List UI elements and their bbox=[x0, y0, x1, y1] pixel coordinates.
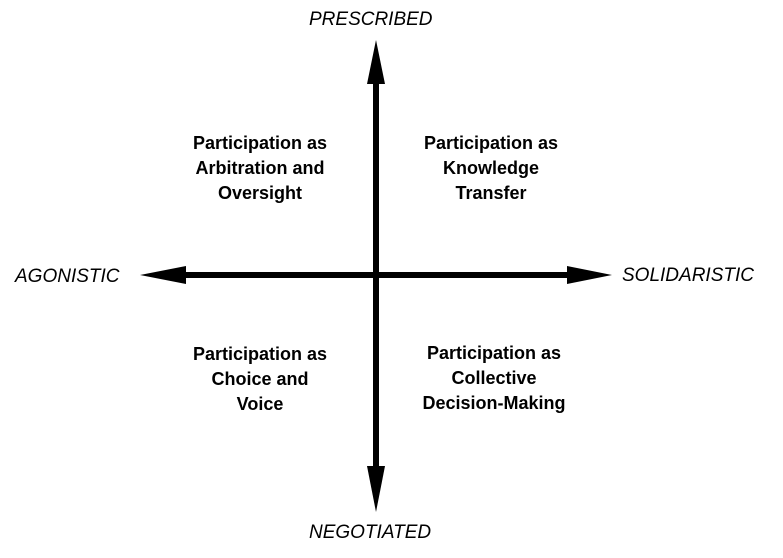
quadrant-line: Oversight bbox=[217, 183, 303, 203]
arrow-right bbox=[567, 266, 612, 284]
quadrant-line: Transfer bbox=[455, 183, 527, 203]
quadrant-line: Decision-Making bbox=[422, 393, 566, 413]
arrow-left bbox=[140, 266, 186, 284]
quadrant-line: Participation as bbox=[426, 343, 562, 363]
quadrant-line: Choice and bbox=[211, 369, 309, 389]
axis-label-top: PRESCRIBED bbox=[309, 9, 433, 30]
quadrant-line: Knowledge bbox=[442, 158, 539, 178]
quadrant-top-left: Participation as Arbitration and Oversig… bbox=[140, 131, 380, 206]
arrow-up bbox=[367, 40, 385, 84]
arrow-down bbox=[367, 466, 385, 512]
quadrant-top-right: Participation as Knowledge Transfer bbox=[371, 131, 611, 206]
axis-label-left: AGONISTIC bbox=[15, 266, 120, 287]
quadrant-line: Arbitration and bbox=[195, 158, 325, 178]
axis-label-right: SOLIDARISTIC bbox=[622, 265, 754, 286]
quadrant-line: Participation as bbox=[423, 133, 559, 153]
quadrant-line: Voice bbox=[236, 394, 284, 414]
quadrant-bottom-right: Participation as Collective Decision-Mak… bbox=[374, 341, 614, 416]
quadrant-bottom-left: Participation as Choice and Voice bbox=[140, 342, 380, 417]
quadrant-line: Participation as bbox=[192, 133, 328, 153]
axis-label-bottom: NEGOTIATED bbox=[309, 522, 432, 543]
quadrant-line: Participation as bbox=[192, 344, 328, 364]
quadrant-line: Collective bbox=[451, 368, 537, 388]
